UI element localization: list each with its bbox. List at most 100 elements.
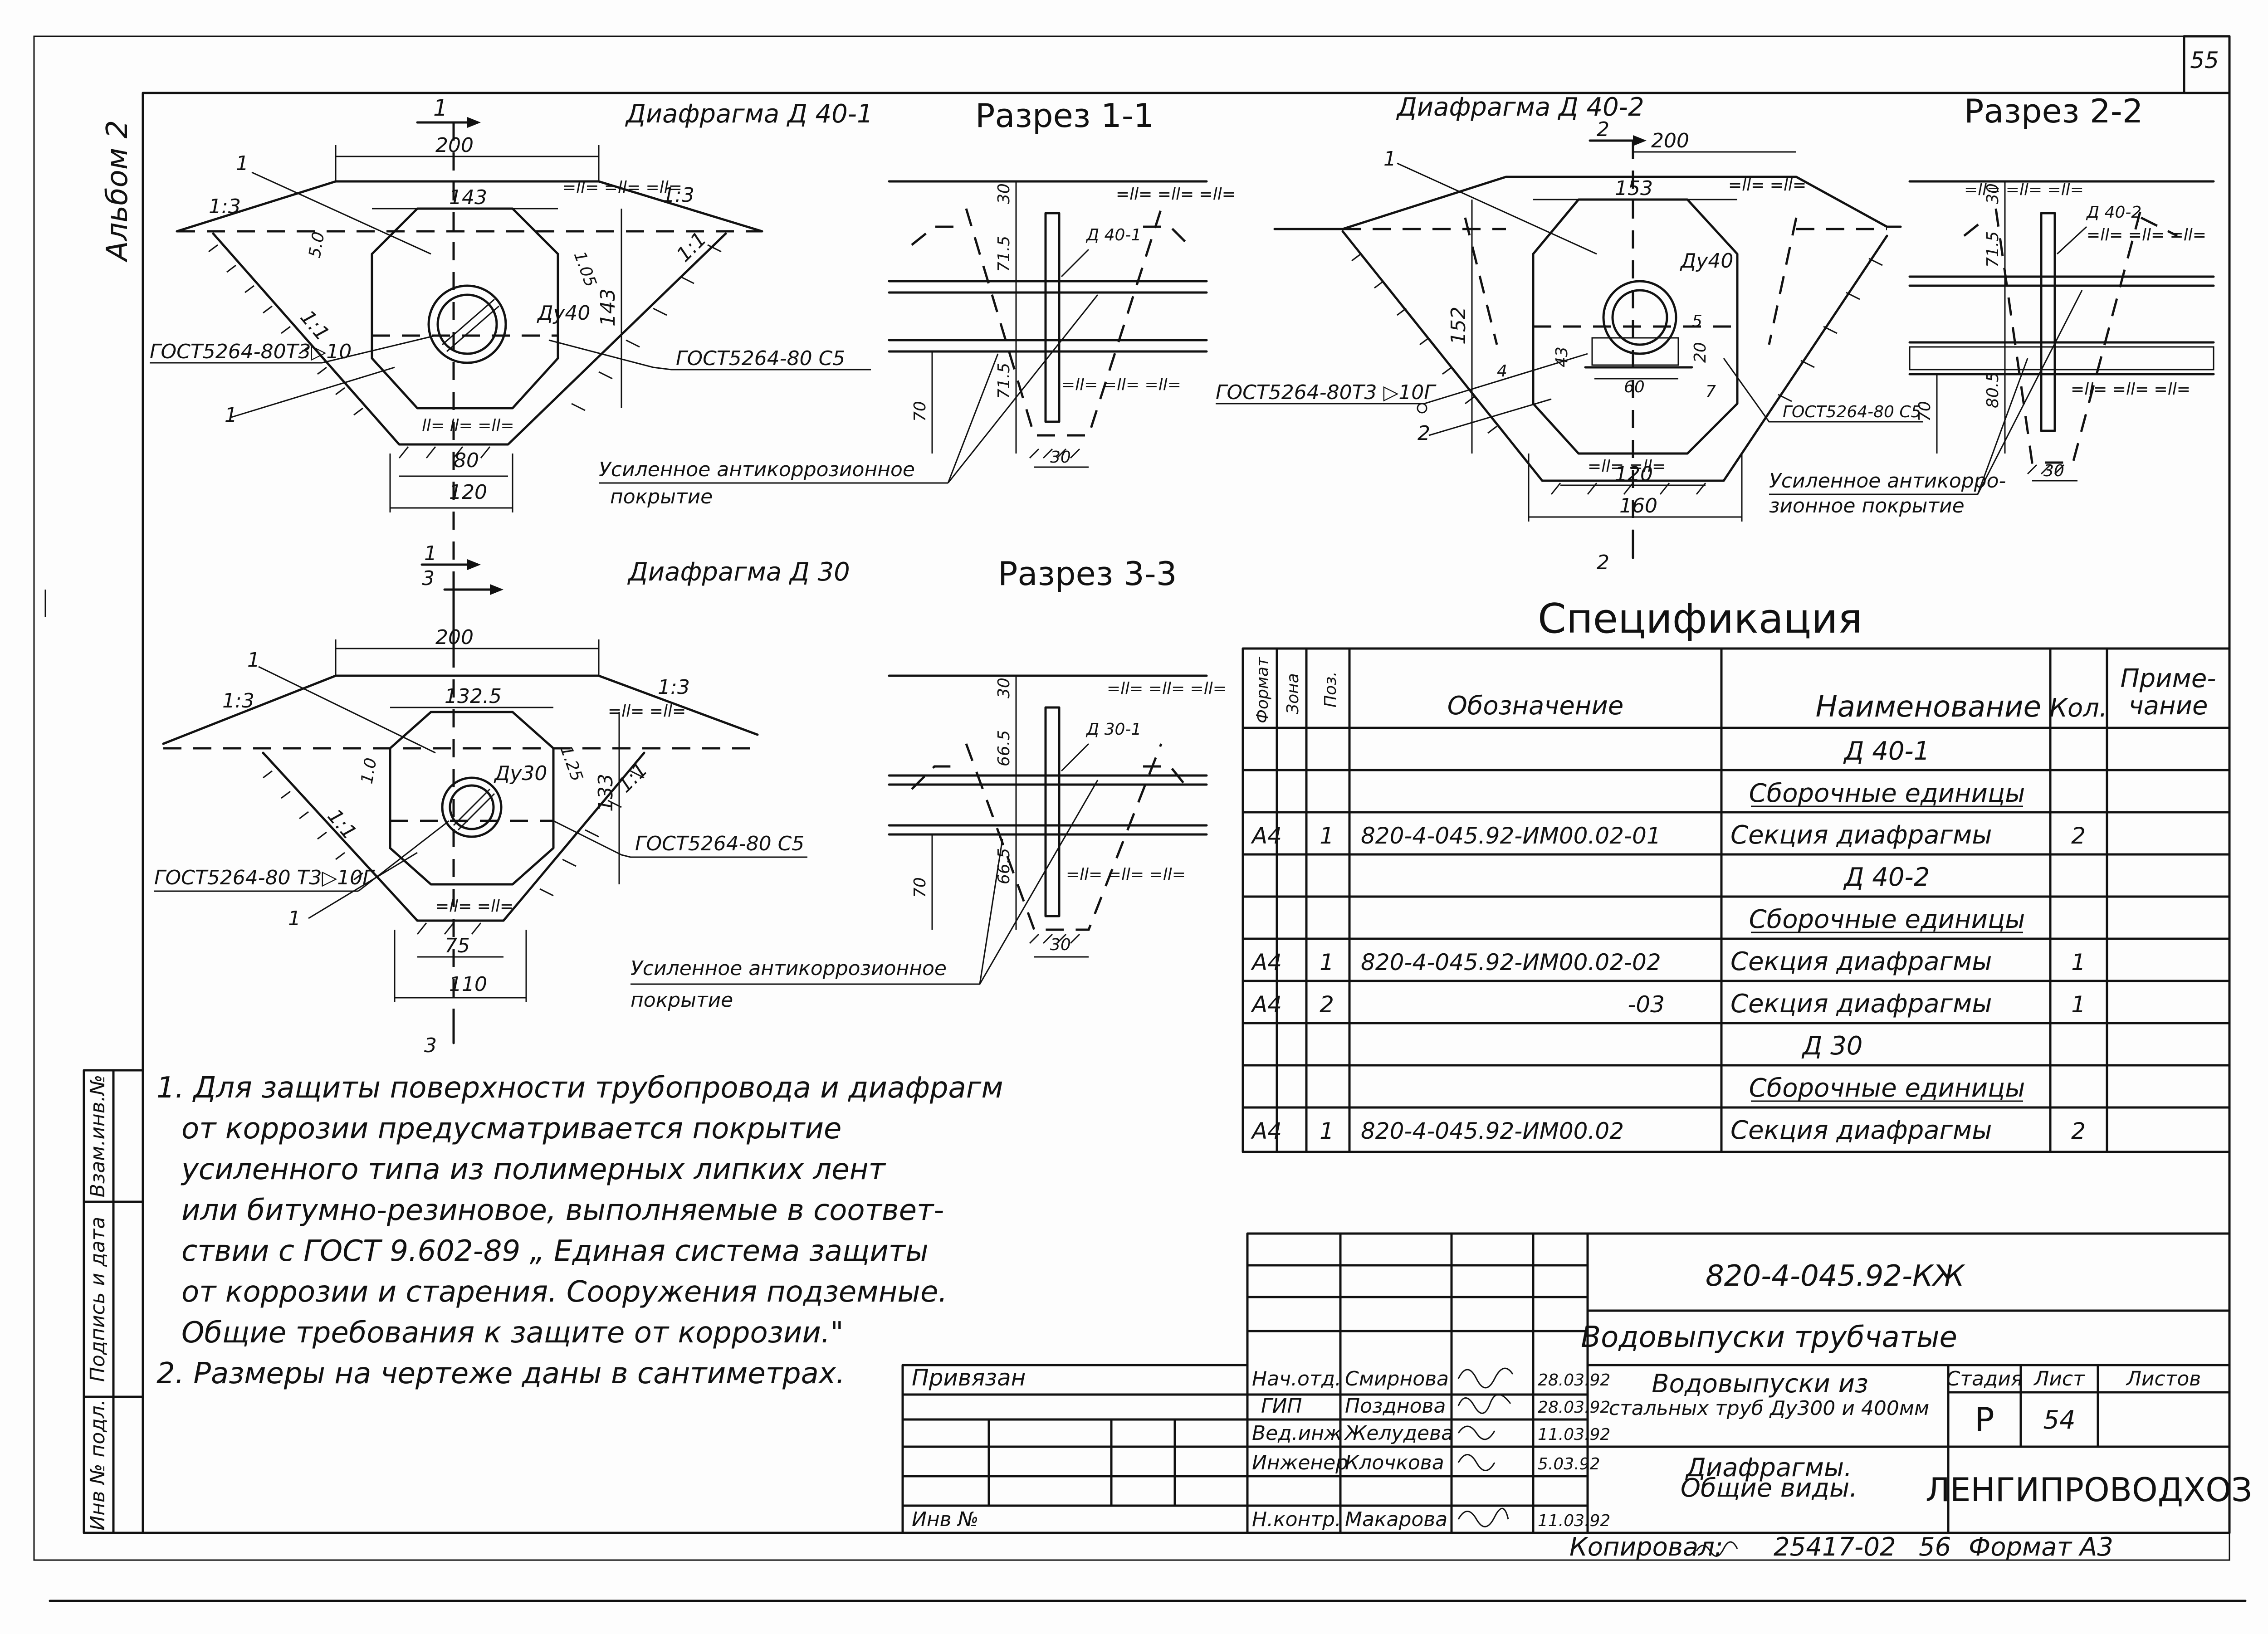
- d40-1-dim-inner-w: 143: [449, 186, 487, 209]
- subject-line-2: стальных труб Ду300 и 400мм: [1609, 1397, 1929, 1420]
- note-line-3: усиленного типа из полимерных липких лен…: [181, 1153, 886, 1186]
- d40-2-dim-top: 200: [1651, 129, 1689, 152]
- section-3-3-label: Д 30-1: [1085, 720, 1141, 739]
- d30-pipe: [441, 776, 503, 838]
- section-2-2-title: Разрез 2-2: [1964, 92, 2143, 130]
- d40-2-pos-a: 1: [1383, 147, 1396, 171]
- signature-row-1: Нач.отд. Смирнова 28.03.92: [1252, 1367, 1610, 1390]
- d30-ground: [162, 674, 759, 745]
- spec-row-8: Д 30: [1801, 1031, 1863, 1061]
- copied-sheet: 56: [1919, 1532, 1951, 1562]
- section-1-1-label: Д 40-1: [1085, 226, 1141, 244]
- spec-row-designation: 820-4-045.92-ИМ00.02-02: [1361, 949, 1661, 976]
- copy-stamp: Копировал: 25417-02 56 Формат А3: [1569, 1532, 2113, 1562]
- spec-row-name: Д 40-1: [1843, 737, 1930, 766]
- section-1-1-d-up: 30: [995, 183, 1013, 204]
- diaphragm-d30: Диафрагма Д 30 3 Ду30 200 132.5 133 1.25…: [154, 557, 850, 1057]
- spec-row-10: А4 1 820-4-045.92-ИМ00.02 Секция диафраг…: [1251, 1116, 2086, 1145]
- d30-section-mark-bottom: 3: [424, 1034, 437, 1057]
- d30-pos-a: 1: [247, 649, 260, 672]
- d40-2-title: Диафрагма Д 40-2: [1396, 93, 1644, 122]
- d40-2-eq: =ll= =ll=: [1728, 176, 1806, 195]
- spec-row-qty: 1: [2071, 949, 2086, 976]
- side-stamp: Инв № подл. Подпись и дата Взам.инв.№: [83, 1069, 144, 1534]
- signature-mark: [1457, 1367, 1514, 1389]
- spec-row-designation: 820-4-045.92-ИМ00.02: [1361, 1118, 1624, 1144]
- d30-trench: [262, 751, 645, 922]
- sheet-title-1: Диафрагмы.: [1685, 1453, 1852, 1483]
- d40-1-slope-left: 1:3: [209, 195, 241, 218]
- coating-2-line2: зионное покрытие: [1769, 494, 1965, 517]
- signature-mark: [1457, 1507, 1509, 1527]
- spec-row-name: Секция диафрагмы: [1730, 1116, 1992, 1145]
- d40-2-weld: ГОСТ5264-80Т3 ▷10Г: [1216, 381, 1437, 404]
- sheet-header: Лист: [2033, 1367, 2085, 1390]
- section-1-1-eq-low: =ll= =ll= =ll=: [1061, 376, 1181, 394]
- d40-1-ground: [176, 180, 763, 233]
- d30-dim-inner-h: 133: [594, 774, 617, 812]
- d40-1-dim-inner-h: 143: [596, 288, 620, 327]
- d30-weld-left: ГОСТ5264-80 Т3▷10Г: [154, 866, 375, 889]
- d40-2-pos-c: 4: [1497, 362, 1507, 380]
- organization: ЛЕНГИПРОВОДХОЗ: [1926, 1471, 2252, 1509]
- person-name: Макарова: [1345, 1508, 1447, 1531]
- section-2-2: Разрез 2-2 30 71.5 80.5 70 30 Д 40-2 =ll…: [1908, 92, 2215, 482]
- d40-1-weld-left: ГОСТ5264-80Т3▷10: [150, 340, 352, 363]
- d40-1-pos-b: 1: [225, 404, 237, 427]
- section-2-2-d-mid: 71.5: [1984, 231, 2002, 268]
- d30-dim-top: 200: [435, 626, 474, 649]
- d40-1-dim-base: 120: [449, 481, 487, 504]
- d40-2-weld-right: ГОСТ5264-80 С5: [1783, 403, 1921, 421]
- section-1-1: Разрез 1-1 30 71.5 71.5 70 30 Д 40-1 =ll…: [888, 97, 1236, 468]
- person-name: Смирнова: [1345, 1367, 1449, 1390]
- d40-1-section-mark: 1: [433, 95, 448, 121]
- doc-code: 820-4-045.92-КЖ: [1706, 1259, 1966, 1293]
- d30-dim-inner-w: 132.5: [445, 685, 502, 708]
- d40-2-section-mark: 2: [1597, 118, 1609, 141]
- d30-eq-bot: =ll= =ll=: [435, 897, 513, 916]
- diaphragm-d40-1: Диафрагма Д 40-1 1 Ду40 200 143 143 1.05…: [150, 95, 873, 658]
- section-3-3-d-mid: 66.5: [995, 730, 1013, 766]
- d30-eq: =ll= =ll=: [608, 702, 686, 721]
- spec-row-designation: 820-4-045.92-ИМ00.02-01: [1361, 823, 1661, 849]
- spec-row-5: Сборочные единицы: [1749, 905, 2025, 934]
- spec-header-qty: Кол.: [2049, 693, 2107, 723]
- spec-row-format: А4: [1251, 949, 1282, 976]
- spec-row-qty: 2: [2071, 1118, 2086, 1144]
- section-1-1-eq: =ll= =ll= =ll=: [1116, 185, 1236, 204]
- d40-1-pos-a: 1: [236, 152, 249, 175]
- section-2-2-eq-top: =ll= =ll= =ll=: [1964, 180, 2084, 199]
- spec-row-4: Д 40-2: [1843, 863, 1930, 892]
- d40-2-support: [1591, 337, 1679, 366]
- section-2-2-label: Д 40-2: [2086, 203, 2141, 222]
- d40-2-trench: [1341, 230, 1888, 482]
- coating-note-1: Усиленное антикоррозионное покрытие: [599, 294, 1099, 508]
- role: ГИП: [1261, 1395, 1302, 1418]
- person-name: Позднова: [1345, 1395, 1446, 1418]
- d40-1-eq-top: =ll= =ll= =ll=: [562, 178, 682, 197]
- d30-side-left: 1:1: [323, 805, 362, 844]
- person-name: Желудева: [1344, 1422, 1453, 1445]
- spec-row-name: Секция диафрагмы: [1730, 820, 1992, 850]
- d30-weld-right: ГОСТ5264-80 С5: [635, 832, 804, 855]
- section-2-2-d-up: 30: [1984, 183, 2002, 204]
- d30-dim-base: 110: [449, 973, 487, 996]
- spec-row-pos: 1: [1320, 949, 1334, 976]
- d40-2-pipe: [1602, 280, 1677, 355]
- date: 11.03.92: [1538, 1425, 1610, 1444]
- d30-dim-bottom: 75: [445, 934, 470, 957]
- spec-row-name: Секция диафрагмы: [1730, 989, 1992, 1019]
- section-2-2-eq-low: =ll= =ll= =ll=: [2071, 380, 2190, 399]
- d40-2-section-mark-bottom: 2: [1597, 551, 1609, 574]
- d40-2-ground: [1273, 176, 1902, 230]
- project-title: Водовыпуски трубчатые: [1581, 1321, 1957, 1354]
- d40-1-side-right: 1:1: [672, 228, 711, 267]
- sheets-header: Листов: [2126, 1367, 2201, 1390]
- d30-dim-tick: 1.25: [557, 743, 587, 784]
- d40-2-eq-bot: =ll= =ll=: [1588, 457, 1666, 476]
- diaphragm-d40-2: Диафрагма Д 40-2 2 Ду40 200 153 152 43 6…: [1216, 93, 1923, 574]
- album-label: Альбом 2: [101, 120, 134, 263]
- spec-row-qty: 1: [2071, 991, 2086, 1018]
- role: Вед.инж: [1252, 1422, 1342, 1445]
